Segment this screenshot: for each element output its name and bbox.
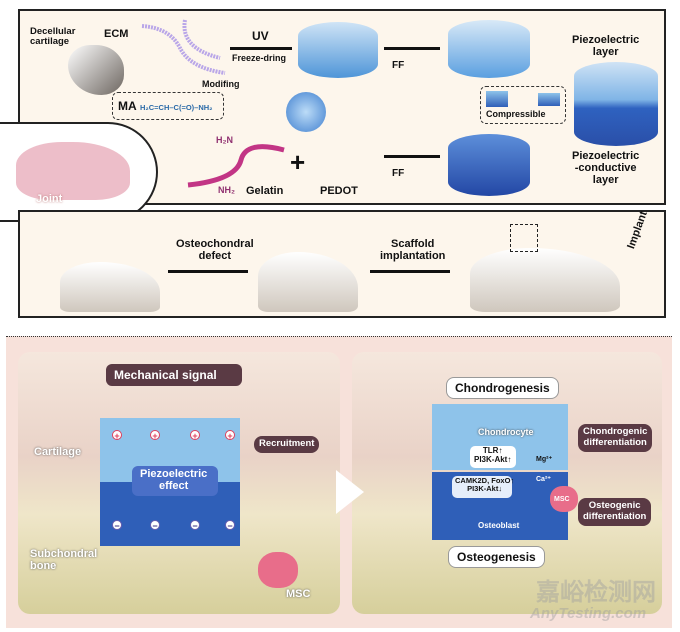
modifing-label: Modifing	[202, 79, 240, 89]
minus-charge: −	[225, 520, 235, 531]
piezo-cylinder	[448, 20, 530, 78]
ecm-label: ECM	[104, 28, 129, 40]
plus-charge: +	[190, 430, 200, 441]
tlr-pill	[470, 446, 516, 468]
ma-label: MA	[118, 99, 137, 113]
watermark-cn: 嘉峪检测网	[536, 579, 656, 606]
bilayer-cylinder	[574, 62, 658, 146]
tlr-label: TLR↑ PI3K-Akt↑	[474, 446, 512, 464]
compressible-box	[480, 86, 566, 124]
cartilage-label: Cartilage	[34, 446, 82, 458]
zoom-box	[510, 224, 538, 252]
msc-cell	[258, 552, 298, 588]
piezo-effect-label: Piezoelectric effect	[140, 468, 208, 493]
compressible-label: Compressible	[486, 109, 546, 119]
scaffold-cylinder	[298, 22, 378, 78]
bone-intact	[60, 262, 160, 312]
chondrogenesis-label: Chondrogenesis	[446, 377, 559, 399]
pore-zoom-circle	[286, 92, 326, 132]
minus-charge: −	[112, 520, 122, 531]
osteoblast-label: Osteoblast	[478, 521, 520, 530]
minus-charge: −	[150, 520, 160, 531]
piezo-layer-label: Piezoelectric layer	[572, 34, 640, 59]
plus-charge: +	[150, 430, 160, 441]
osteogenesis-label: Osteogenesis	[448, 546, 545, 568]
piezo-effect-pill	[132, 466, 218, 496]
osteogenic-diff-pill: Osteogenic differentiation	[578, 498, 652, 526]
arrow-scaffold	[370, 270, 450, 273]
compressible-block-a	[486, 91, 508, 107]
decellular-cartilage-label: Decellular cartilage	[30, 26, 76, 48]
gelatin-label: Gelatin	[246, 185, 284, 197]
arrow-uv	[230, 47, 292, 50]
msc-right-label: MSC	[554, 496, 570, 503]
subchondral-label: Subchondral bone	[30, 548, 98, 573]
h2n-label: H₂N	[216, 135, 233, 145]
ma-formula: H₂C=CH–C(=O)–NH₂	[140, 103, 213, 112]
piezo-cond-label: Piezoelectric -conductive layer	[572, 150, 640, 187]
uv-label: UV	[252, 29, 269, 43]
plus-charge: +	[225, 430, 235, 441]
ff1-label: FF	[392, 60, 405, 71]
mechanical-signal-banner	[106, 364, 242, 386]
watermark-en: AnyTesting.com	[530, 605, 647, 622]
nh2-label: NH₂	[218, 185, 235, 195]
mg-label: Mg²⁺	[536, 456, 553, 463]
ma-box	[112, 92, 224, 120]
arrow-defect	[168, 270, 248, 273]
msc-label: MSC	[286, 588, 311, 600]
arrow-ff2	[384, 155, 440, 158]
mechanical-signal-label: Mechanical signal	[114, 368, 217, 382]
chondrogenic-diff-pill: Chondrogenic differentiation	[578, 424, 653, 452]
arrow-ff1	[384, 47, 440, 50]
plus-sign: +	[290, 147, 306, 177]
msc-cell-right	[550, 486, 578, 512]
recruitment-pill: Recruitment	[254, 436, 320, 453]
plus-charge: +	[112, 430, 122, 441]
ecm-chains	[141, 19, 226, 75]
minus-charge: −	[190, 520, 200, 531]
pedot-label: PEDOT	[320, 185, 358, 197]
camk-label: CAMK2D, FoxO↑ PI3K-Akt↓	[455, 476, 515, 494]
ff2-label: FF	[392, 168, 405, 179]
conductive-cylinder	[448, 134, 530, 196]
ca-label: Ca²⁺	[536, 476, 551, 483]
defect-label: Osteochondral defect	[176, 238, 254, 263]
camk-pill	[452, 476, 512, 498]
pig	[16, 142, 130, 200]
scaffold-label: Scaffold implantation	[380, 238, 446, 263]
chondrocyte-label: Chondrocyte	[478, 427, 534, 437]
transition-arrow	[336, 470, 364, 514]
compressible-block-b	[538, 93, 560, 106]
freeze-label: Freeze-dring	[232, 53, 287, 63]
gelatin-strand	[187, 144, 285, 188]
joint-label: Joint	[36, 193, 63, 205]
